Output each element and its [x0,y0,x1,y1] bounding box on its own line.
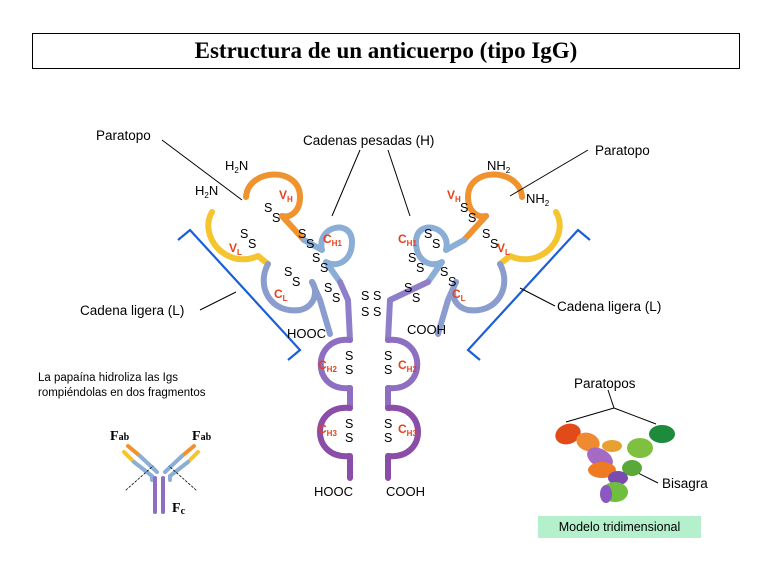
paratopo-right-label: Paratopo [595,143,650,158]
paratopos-label: Paratopos [574,376,636,391]
light-chain-right-label: Cadena ligera (L) [557,299,661,314]
fab-left-label: Fab [110,429,130,444]
svg-text:S: S [361,289,369,303]
svg-text:S: S [324,281,332,295]
svg-text:S: S [404,281,412,295]
ch1-left-label: CH1 [323,232,342,248]
papain-note-line2: rompiéndolas en dos fragmentos [38,387,206,399]
cooh-heavy-right: COOH [386,484,425,499]
ch3-left-label: CH3 [318,422,337,438]
svg-text:S: S [345,349,353,363]
ch3-right-label: CH3 [398,422,417,438]
svg-text:S: S [272,211,280,225]
svg-text:S: S [248,237,256,251]
h2n-light-left: H2N [195,183,218,200]
leader-lines [161,139,659,484]
light-chain-left-label: Cadena ligera (L) [80,303,184,318]
antibody-3d-model [555,423,675,503]
heavy-chain-right [385,171,525,481]
svg-text:S: S [240,227,248,241]
light-chain-right [435,209,563,337]
svg-text:S: S [448,275,456,289]
svg-text:S: S [306,237,314,251]
svg-text:S: S [424,227,432,241]
bisagra-label: Bisagra [662,476,708,491]
svg-text:S: S [412,291,420,305]
svg-text:S: S [345,417,353,431]
svg-text:S: S [384,349,392,363]
hooc-heavy-left: HOOC [314,484,353,499]
cl-left-label: CL [274,287,288,303]
svg-text:S: S [298,227,306,241]
heavy-chains-label: Cadenas pesadas (H) [303,133,434,148]
ch2-right-label: CH2 [398,358,417,374]
cl-right-label: CL [452,287,466,303]
svg-text:S: S [460,201,468,215]
paratopo-left-label: Paratopo [96,128,151,143]
light-chain-left [205,209,333,337]
svg-text:S: S [332,291,340,305]
fc-label: Fc [172,501,186,517]
ch1-right-label: CH1 [398,232,417,248]
svg-text:S: S [292,275,300,289]
svg-text:S: S [373,305,381,319]
vh-right-label: VH [447,188,461,204]
svg-text:S: S [345,431,353,445]
svg-text:S: S [361,305,369,319]
heavy-chain-left [243,171,355,481]
svg-text:S: S [384,363,392,377]
ch2-left-label: CH2 [318,358,337,374]
svg-text:S: S [320,261,328,275]
fab-right-label: Fab [192,429,212,444]
svg-text:S: S [373,289,381,303]
bracket-right [466,228,591,361]
vl-right-label: VL [497,241,510,257]
nh2-heavy-right: NH2 [487,158,511,175]
svg-text:S: S [468,211,476,225]
page-title: Estructura de un anticuerpo (tipo IgG) [194,38,578,63]
svg-text:S: S [345,363,353,377]
hooc-light-left: HOOC [287,326,326,341]
cooh-light-right: COOH [407,322,446,337]
nh2-light-right: NH2 [526,191,550,208]
svg-text:S: S [312,251,320,265]
svg-text:S: S [264,201,272,215]
svg-text:S: S [482,227,490,241]
svg-text:S: S [408,251,416,265]
svg-text:S: S [440,265,448,279]
bracket-left [177,228,302,361]
svg-text:S: S [384,431,392,445]
svg-text:S: S [284,265,292,279]
svg-text:S: S [490,237,498,251]
model-caption: Modelo tridimensional [538,516,701,538]
fragment-icon [122,444,200,514]
h2n-heavy-left: H2N [225,158,248,175]
svg-text:S: S [416,261,424,275]
vl-left-label: VL [229,241,242,257]
vh-left-label: VH [279,188,293,204]
svg-text:S: S [384,417,392,431]
svg-text:S: S [432,237,440,251]
title-box: Estructura de un anticuerpo (tipo IgG) [32,33,740,69]
papain-note-line1: La papaína hidroliza las Igs [38,372,178,384]
